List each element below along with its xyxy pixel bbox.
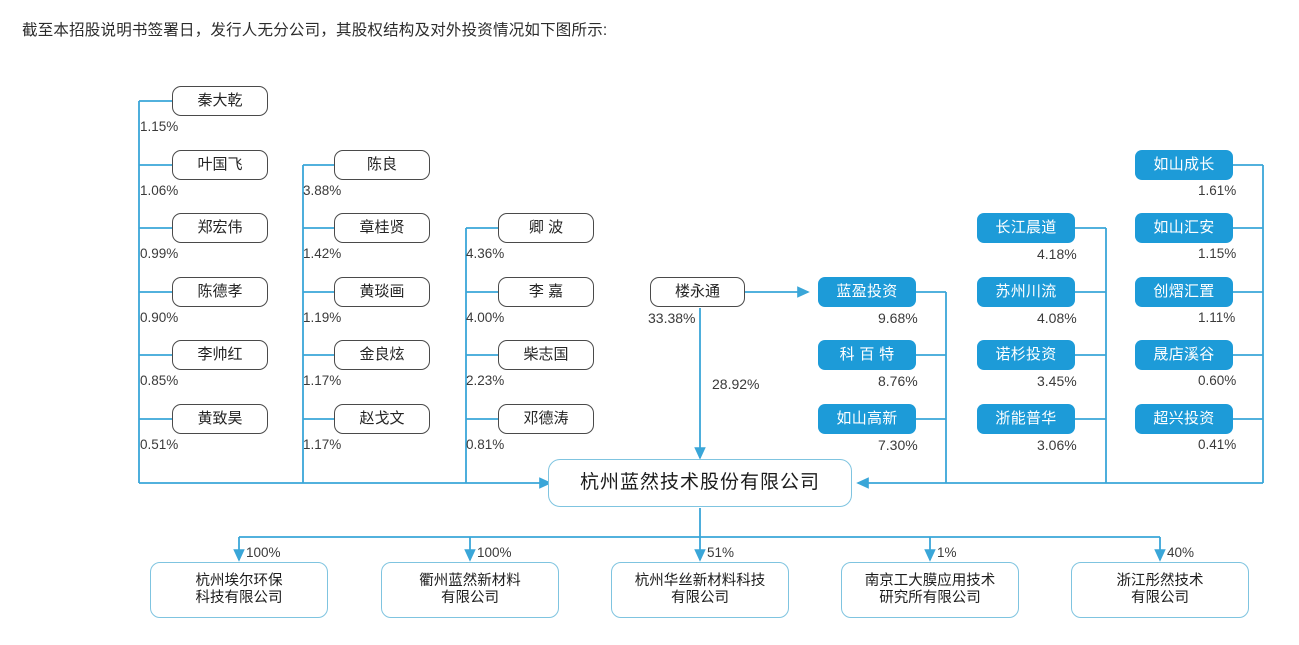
- main-company-box[interactable]: 杭州蓝然技术股份有限公司: [548, 459, 852, 507]
- shareholder-box[interactable]: 陈德孝: [172, 277, 268, 307]
- shareholder-box[interactable]: 叶国飞: [172, 150, 268, 180]
- shareholder-pct: 2.23%: [466, 373, 505, 388]
- shareholder-pct: 1.17%: [303, 373, 342, 388]
- institution-pct: 1.11%: [1198, 310, 1236, 325]
- shareholder-box[interactable]: 章桂贤: [334, 213, 430, 243]
- institution-box[interactable]: 如山成长: [1135, 150, 1233, 180]
- shareholder-box[interactable]: 柴志国: [498, 340, 594, 370]
- institution-box[interactable]: 科 百 特: [818, 340, 916, 370]
- institution-pct: 0.60%: [1198, 373, 1237, 388]
- subsidiary-pct: 100%: [477, 545, 512, 560]
- shareholder-pct: 0.85%: [140, 373, 179, 388]
- institution-box[interactable]: 诺杉投资: [977, 340, 1075, 370]
- institution-box[interactable]: 浙能普华: [977, 404, 1075, 434]
- shareholder-box[interactable]: 黄致昊: [172, 404, 268, 434]
- shareholder-box[interactable]: 赵戈文: [334, 404, 430, 434]
- institution-pct: 3.06%: [1037, 437, 1077, 453]
- controlling-shareholder-direct-pct: 28.92%: [712, 376, 760, 392]
- subsidiary-box[interactable]: 杭州埃尔环保 科技有限公司: [150, 562, 328, 618]
- shareholder-box[interactable]: 郑宏伟: [172, 213, 268, 243]
- shareholder-box[interactable]: 秦大乾: [172, 86, 268, 116]
- institution-box[interactable]: 如山高新: [818, 404, 916, 434]
- subsidiary-pct: 100%: [246, 545, 281, 560]
- institution-box[interactable]: 超兴投资: [1135, 404, 1233, 434]
- subsidiary-box[interactable]: 浙江彤然技术 有限公司: [1071, 562, 1249, 618]
- shareholder-pct: 3.88%: [303, 183, 342, 198]
- shareholder-box[interactable]: 卿 波: [498, 213, 594, 243]
- institution-box[interactable]: 晟店溪谷: [1135, 340, 1233, 370]
- institution-box[interactable]: 蓝盈投资: [818, 277, 916, 307]
- shareholder-pct: 0.51%: [140, 437, 179, 452]
- shareholder-pct: 1.19%: [303, 310, 342, 325]
- shareholder-pct: 1.06%: [140, 183, 179, 198]
- shareholder-pct: 1.17%: [303, 437, 342, 452]
- subsidiary-pct: 51%: [707, 545, 735, 560]
- shareholder-pct: 1.42%: [303, 246, 342, 261]
- institution-pct: 1.61%: [1198, 183, 1237, 198]
- shareholder-box[interactable]: 李帅红: [172, 340, 268, 370]
- shareholder-pct: 0.99%: [140, 246, 179, 261]
- shareholder-box[interactable]: 黄琰画: [334, 277, 430, 307]
- subsidiary-pct: 40%: [1167, 545, 1195, 560]
- shareholder-box[interactable]: 邓德涛: [498, 404, 594, 434]
- shareholder-pct: 4.00%: [466, 310, 505, 325]
- page-intro-text: 截至本招股说明书签署日，发行人无分公司，其股权结构及对外投资情况如下图所示:: [22, 22, 608, 39]
- shareholder-pct: 1.15%: [140, 119, 179, 134]
- subsidiary-box[interactable]: 南京工大膜应用技术 研究所有限公司: [841, 562, 1019, 618]
- institution-pct: 0.41%: [1198, 437, 1237, 452]
- shareholder-pct: 4.36%: [466, 246, 505, 261]
- institution-pct: 4.18%: [1037, 246, 1077, 262]
- shareholder-pct: 0.90%: [140, 310, 179, 325]
- institution-pct: 3.45%: [1037, 373, 1077, 389]
- institution-pct: 9.68%: [878, 310, 918, 326]
- institution-pct: 4.08%: [1037, 310, 1077, 326]
- shareholder-box[interactable]: 陈良: [334, 150, 430, 180]
- controlling-shareholder-box[interactable]: 楼永通: [650, 277, 745, 307]
- institution-pct: 1.15%: [1198, 246, 1237, 261]
- institution-box[interactable]: 创熠汇置: [1135, 277, 1233, 307]
- subsidiary-pct: 1%: [937, 545, 957, 560]
- shareholder-box[interactable]: 金良炫: [334, 340, 430, 370]
- institution-box[interactable]: 苏州川流: [977, 277, 1075, 307]
- institution-pct: 8.76%: [878, 373, 918, 389]
- shareholder-pct: 0.81%: [466, 437, 505, 452]
- institution-box[interactable]: 长江晨道: [977, 213, 1075, 243]
- institution-pct: 7.30%: [878, 437, 918, 453]
- controlling-shareholder-pct-to-lanying: 33.38%: [648, 310, 696, 326]
- institution-box[interactable]: 如山汇安: [1135, 213, 1233, 243]
- subsidiary-box[interactable]: 衢州蓝然新材料 有限公司: [381, 562, 559, 618]
- shareholder-box[interactable]: 李 嘉: [498, 277, 594, 307]
- subsidiary-box[interactable]: 杭州华丝新材料科技 有限公司: [611, 562, 789, 618]
